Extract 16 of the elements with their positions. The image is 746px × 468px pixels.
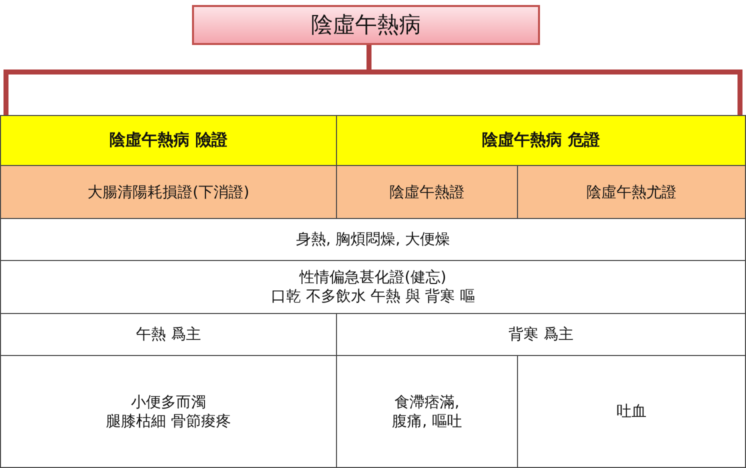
symptom-text: 大腸清陽耗損證(下消證): [88, 182, 250, 202]
symptom-text: 性情偏急甚化證(健忘): [300, 268, 446, 287]
symptom-text: 腹痛, 嘔吐: [392, 412, 462, 430]
symptom-text: 午熱 爲主: [136, 325, 201, 344]
symptom-text: 身熱, 胸煩悶燥, 大便燥: [296, 230, 450, 249]
symptom-text: 陰虛午熱證: [390, 182, 464, 202]
symptom-text: 背寒 爲主: [508, 325, 574, 344]
symptom-text: 小便多而濁: [131, 392, 206, 412]
symptom-text: 陰虛午熱尤證: [586, 182, 676, 202]
symptom-text: 腿膝枯細 骨節痠疼: [106, 412, 231, 430]
header-box: 陰虛午熱病 危證: [336, 115, 746, 166]
symptom-text: 食滯痞滿,: [394, 392, 460, 412]
symptom-text: 口乾 不多飲水 午熱 與 背寒 嘔: [271, 287, 475, 306]
symptom-text: 吐血: [616, 402, 646, 421]
title-box: 陰虛午熱病: [192, 5, 540, 45]
header-box: 陰虛午熱病 險證: [0, 115, 337, 166]
